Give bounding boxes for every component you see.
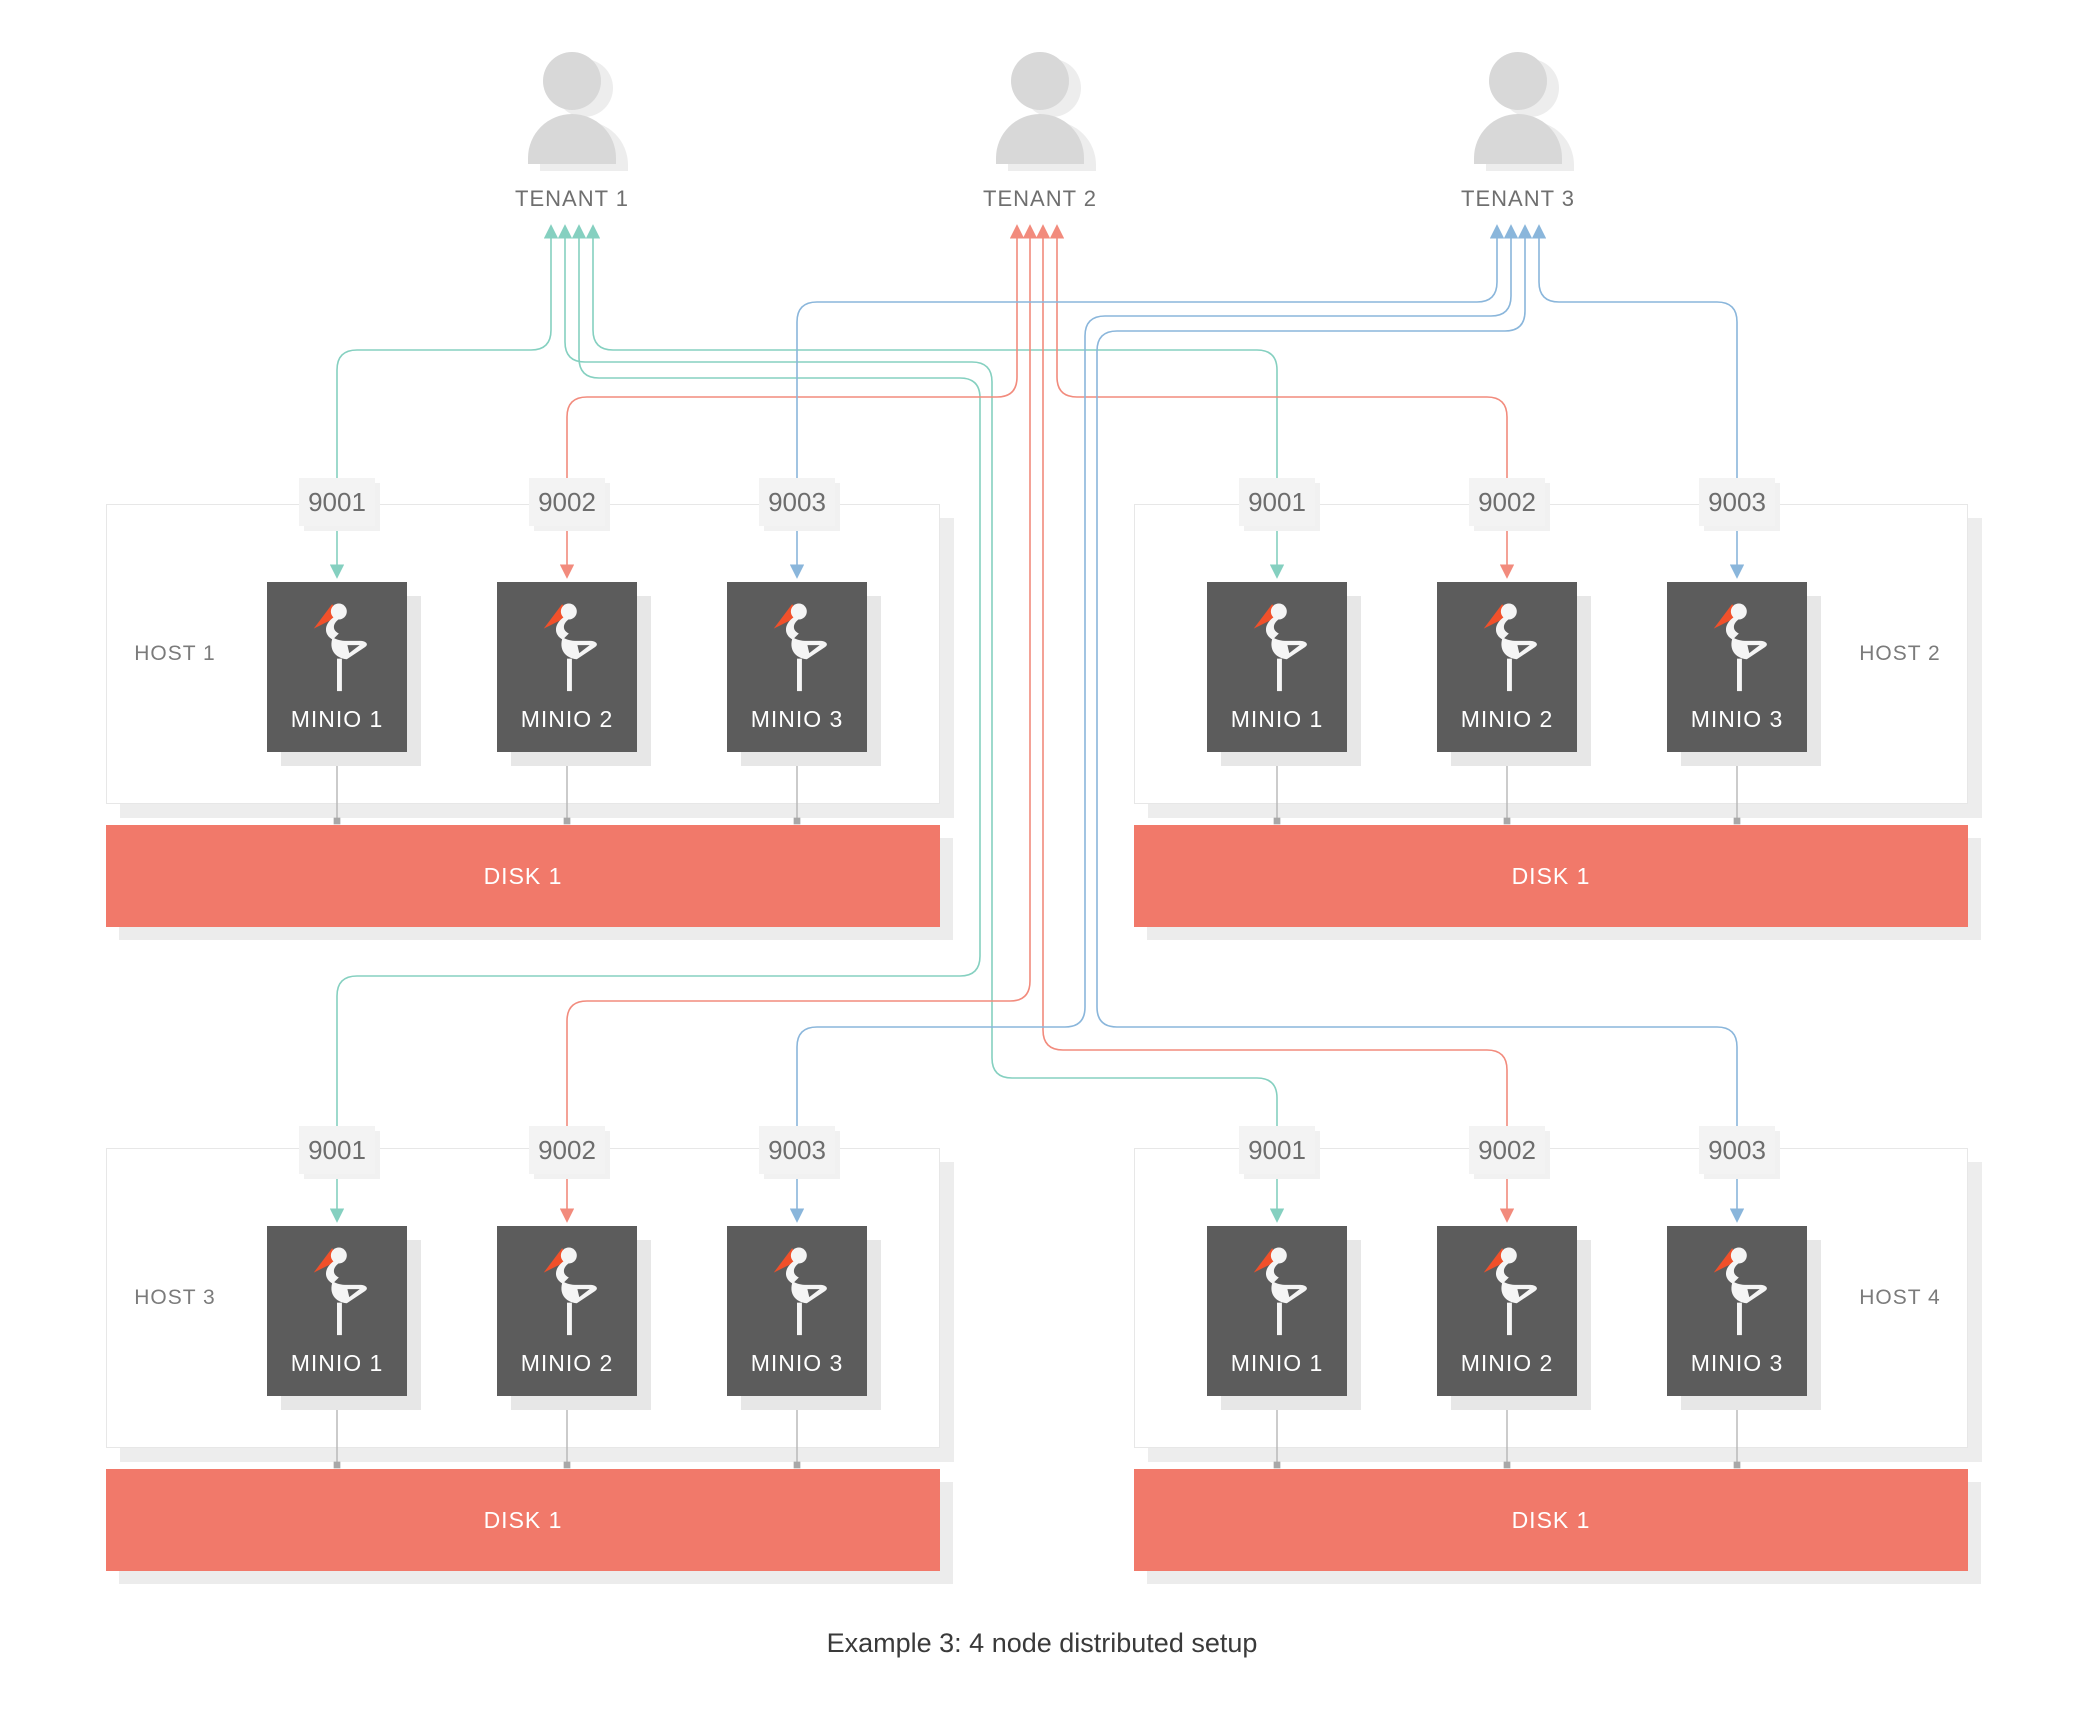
wire-tenant3-host3-minio3 (789, 224, 1519, 1223)
minio-stork-icon (760, 598, 834, 696)
minio-stork-icon (1470, 598, 1544, 696)
host4-minio-2: MINIO 2 (1437, 1226, 1577, 1396)
host3-port-9001: 9001 (299, 1126, 375, 1174)
host4-minio-1: MINIO 1 (1207, 1226, 1347, 1396)
host4-port-9001: 9001 (1239, 1126, 1315, 1174)
user-silhouette-icon (1468, 52, 1574, 172)
host-4-label: HOST 4 (1859, 1286, 1941, 1309)
minio-stork-icon (760, 1242, 834, 1340)
minio-stork-icon (300, 1242, 374, 1340)
host-3-disk: DISK 1 (106, 1469, 940, 1571)
minio-stork-icon (1700, 598, 1774, 696)
minio-stork-icon (1700, 1242, 1774, 1340)
minio-stork-icon (1240, 598, 1314, 696)
minio-node-label: MINIO 1 (290, 706, 384, 732)
minio-node-label: MINIO 2 (1460, 1350, 1554, 1376)
minio-node-label: MINIO 3 (750, 706, 844, 732)
host4-port-9002: 9002 (1469, 1126, 1545, 1174)
host2-port-9003: 9003 (1699, 478, 1775, 526)
host2-minio-2: MINIO 2 (1437, 582, 1577, 752)
minio-stork-icon (300, 598, 374, 696)
host4-minio-3: MINIO 3 (1667, 1226, 1807, 1396)
minio-node-label: MINIO 2 (1460, 706, 1554, 732)
host3-port-9003: 9003 (759, 1126, 835, 1174)
host2-minio-1: MINIO 1 (1207, 582, 1347, 752)
host-1-label: HOST 1 (134, 642, 216, 665)
wire-tenant1-host2-minio1 (585, 224, 1285, 579)
minio-stork-icon (1470, 1242, 1544, 1340)
host1-minio-2: MINIO 2 (497, 582, 637, 752)
wire-tenant1-host3-minio1 (329, 224, 981, 1223)
host1-minio-3: MINIO 3 (727, 582, 867, 752)
tenant-1-label: TENANT 1 (515, 186, 629, 211)
host1-port-9002: 9002 (529, 478, 605, 526)
minio-node-label: MINIO 3 (1690, 1350, 1784, 1376)
tenant-2-label: TENANT 2 (983, 186, 1097, 211)
wire-tenant3-host1-minio3 (789, 224, 1505, 579)
wire-tenant1-host4-minio1 (557, 224, 1285, 1223)
minio-node-label: MINIO 1 (1230, 706, 1324, 732)
host3-minio-3: MINIO 3 (727, 1226, 867, 1396)
host2-port-9002: 9002 (1469, 478, 1545, 526)
user-silhouette-icon (522, 52, 628, 172)
user-silhouette-icon (990, 52, 1096, 172)
host-4-disk: DISK 1 (1134, 1469, 1968, 1571)
minio-node-label: MINIO 2 (520, 706, 614, 732)
minio-stork-icon (530, 598, 604, 696)
minio-node-label: MINIO 1 (1230, 1350, 1324, 1376)
host1-port-9001: 9001 (299, 478, 375, 526)
minio-node-label: MINIO 2 (520, 1350, 614, 1376)
host1-port-9003: 9003 (759, 478, 835, 526)
diagram-caption: Example 3: 4 node distributed setup (826, 1628, 1258, 1658)
host3-port-9002: 9002 (529, 1126, 605, 1174)
host3-minio-1: MINIO 1 (267, 1226, 407, 1396)
minio-node-label: MINIO 3 (1690, 706, 1784, 732)
host2-port-9001: 9001 (1239, 478, 1315, 526)
minio-node-label: MINIO 3 (750, 1350, 844, 1376)
host-3-label: HOST 3 (134, 1286, 216, 1309)
tenant-3-label: TENANT 3 (1461, 186, 1575, 211)
minio-stork-icon (530, 1242, 604, 1340)
host4-port-9003: 9003 (1699, 1126, 1775, 1174)
wire-tenant3-host4-minio3 (1096, 224, 1745, 1223)
minio-stork-icon (1240, 1242, 1314, 1340)
minio-node-label: MINIO 1 (290, 1350, 384, 1376)
host1-minio-1: MINIO 1 (267, 582, 407, 752)
host-2-label: HOST 2 (1859, 642, 1941, 665)
host2-minio-3: MINIO 3 (1667, 582, 1807, 752)
host3-minio-2: MINIO 2 (497, 1226, 637, 1396)
